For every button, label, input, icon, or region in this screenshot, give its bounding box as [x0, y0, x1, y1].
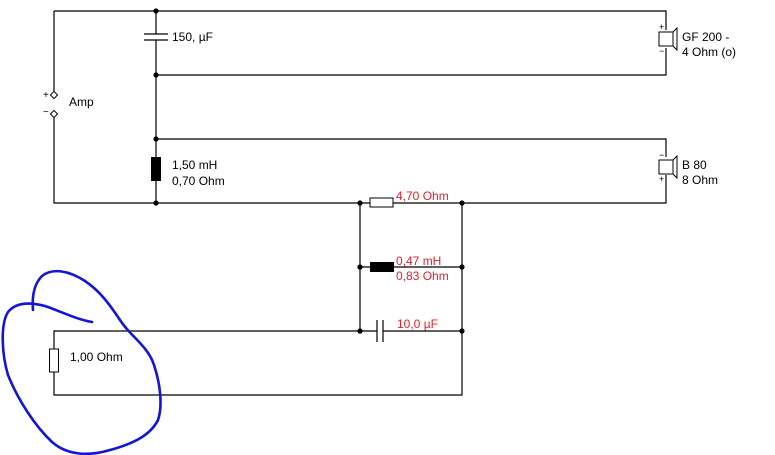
inductor-l1[interactable]	[151, 157, 161, 181]
svg-text:+: +	[659, 174, 664, 184]
speaker-woofer-icon[interactable]: − +	[658, 150, 678, 184]
capacitor-c2[interactable]	[376, 320, 384, 342]
resistor-r1[interactable]	[369, 197, 394, 208]
woofer-impedance: 8 Ohm	[682, 173, 719, 187]
speaker-tweeter-icon[interactable]: + −	[658, 22, 678, 56]
l1-inductance: 1,50 mH	[172, 158, 218, 172]
resistor-r2[interactable]	[49, 348, 59, 373]
r2-value: 1,00 Ohm	[70, 350, 123, 364]
l2-inductance: 0,47 mH	[396, 254, 442, 268]
svg-text:−: −	[659, 46, 664, 56]
junction-dots	[153, 8, 465, 334]
wires	[53, 10, 667, 396]
svg-text:+: +	[659, 22, 664, 32]
amp-plus-label: +	[43, 90, 49, 101]
inductor-l2[interactable]	[370, 262, 394, 272]
amp-minus-label: −	[43, 107, 49, 118]
r1-value: 4,70 Ohm	[396, 189, 449, 203]
amp-terminals	[49, 90, 59, 119]
tweeter-name: GF 200 -	[682, 30, 730, 44]
l1-resistance: 0,70 Ohm	[172, 174, 225, 188]
woofer-name: B 80	[682, 158, 707, 172]
l2-resistance: 0,83 Ohm	[396, 269, 449, 283]
c2-value: 10,0 µF	[397, 317, 438, 331]
hand-drawn-circle-annotation	[1, 269, 162, 455]
capacitor-c1[interactable]	[144, 33, 168, 41]
c1-value: 150, µF	[172, 30, 213, 44]
tweeter-impedance: 4 Ohm (o)	[682, 45, 737, 59]
svg-text:−: −	[659, 150, 664, 160]
amp-label: Amp	[69, 95, 94, 109]
